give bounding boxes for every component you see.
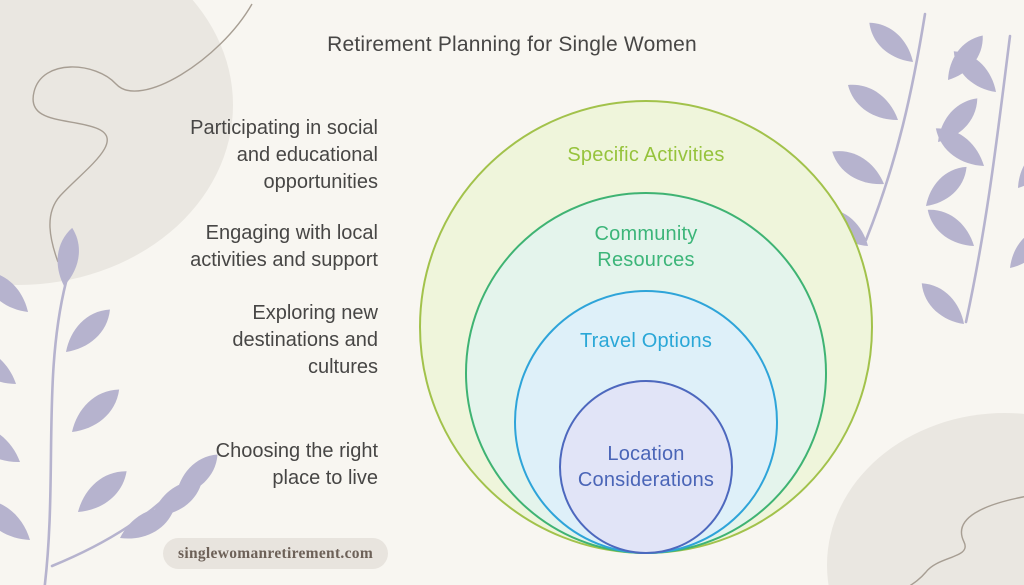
squiggle-bottom-right	[909, 496, 1024, 585]
ring-label-location-considerations: Location Considerations	[577, 443, 715, 491]
ring-location-considerations	[559, 380, 733, 554]
benefit-line: Exploring new	[252, 302, 378, 324]
website-badge: singlewomanretirement.com	[163, 538, 389, 569]
website-badge-label: singlewomanretirement.com	[178, 545, 374, 562]
squiggle-top-left	[32, 3, 253, 263]
benefit-line: cultures	[307, 356, 378, 378]
leaf-branch-bottom-left	[0, 226, 225, 585]
benefit-item-local-activities: Engaging with local activities and suppo…	[190, 220, 378, 274]
blob-top-left	[0, 0, 253, 285]
benefit-line: place to live	[272, 467, 378, 489]
benefit-item-destinations: Exploring new destinations and cultures	[232, 300, 378, 381]
benefit-line: Participating in social	[190, 117, 378, 139]
ring-label-community-resources: Community Resources	[594, 223, 698, 271]
blob-bottom-right	[827, 413, 1024, 585]
benefit-line: opportunities	[263, 171, 378, 193]
leaf-branch-top-right	[816, 12, 1024, 332]
benefit-item-social-educational: Participating in social and educational …	[190, 115, 378, 196]
ring-label-travel-options: Travel Options	[579, 330, 713, 352]
page-title: Retirement Planning for Single Women	[327, 33, 697, 56]
benefit-item-place-to-live: Choosing the right place to live	[216, 438, 378, 492]
benefit-line: Engaging with local	[205, 222, 378, 244]
benefit-line: destinations and	[232, 329, 378, 351]
benefit-line: and educational	[236, 144, 378, 166]
benefit-line: Choosing the right	[215, 440, 378, 462]
benefit-line: activities and support	[190, 249, 378, 271]
ring-label-specific-activities: Specific Activities	[567, 144, 725, 166]
